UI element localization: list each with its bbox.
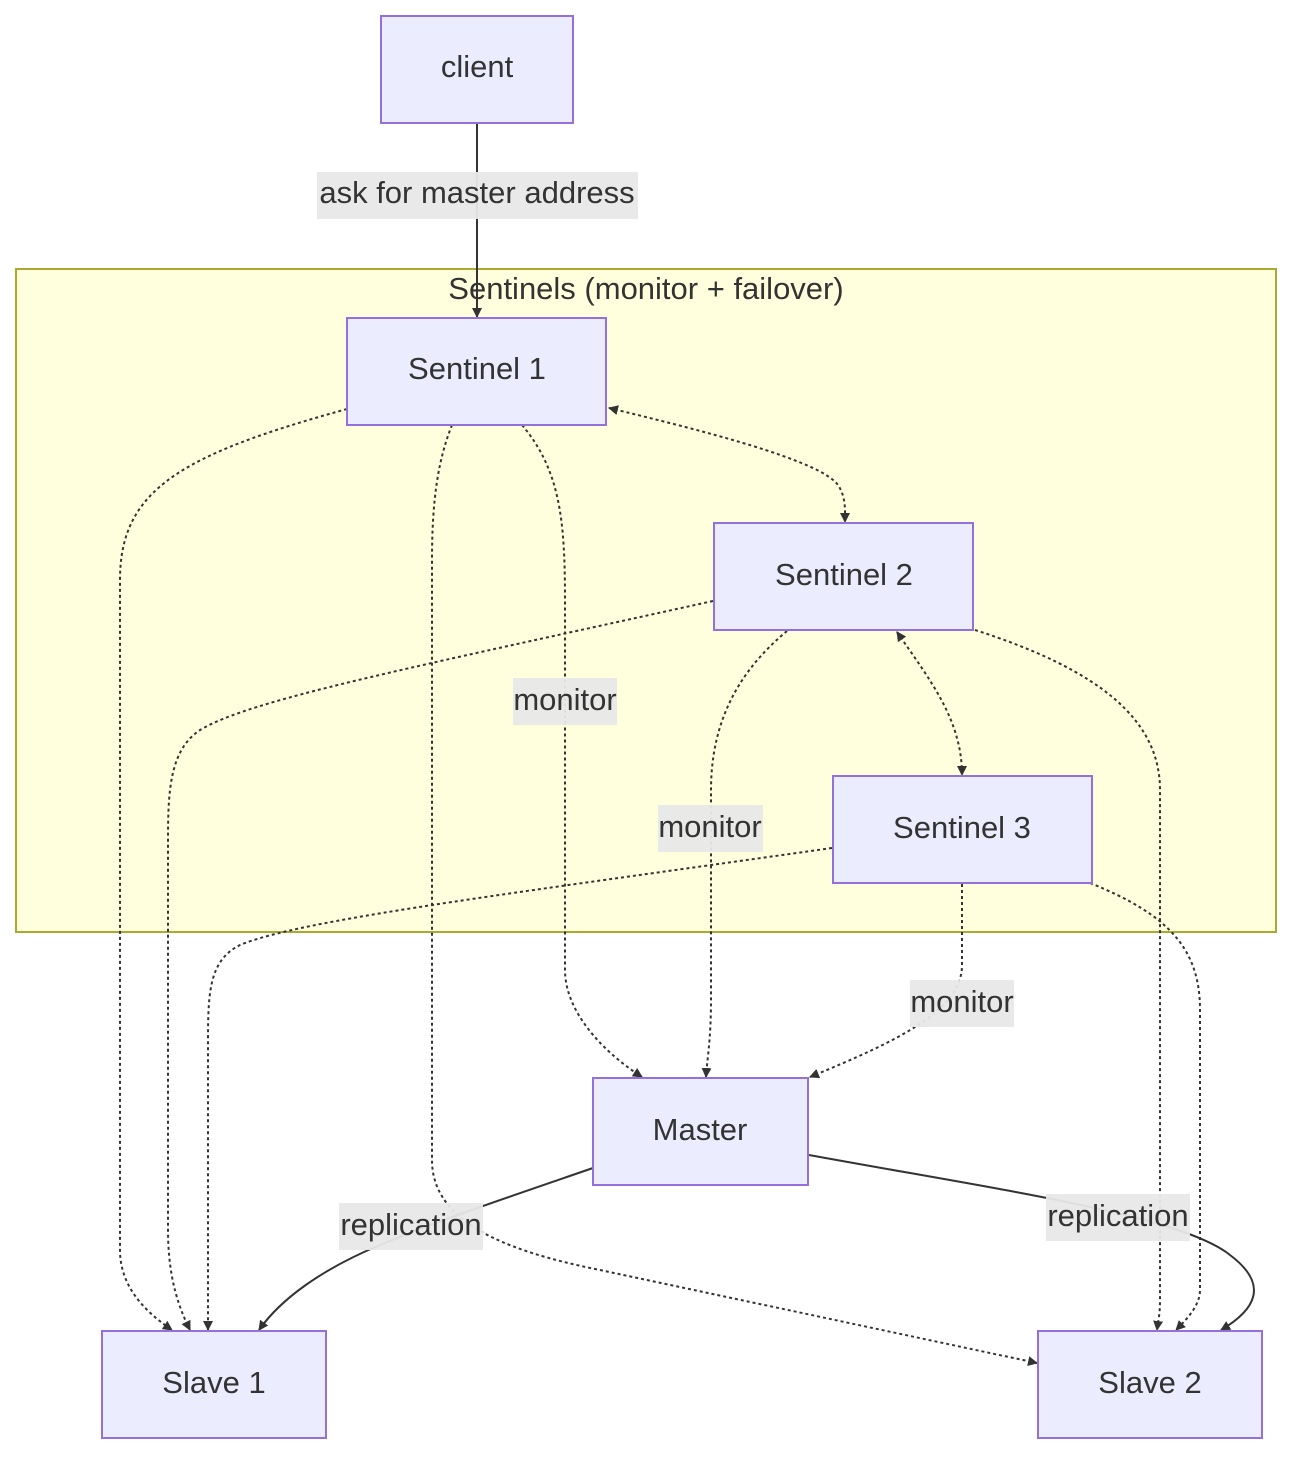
edge-sentinel3-slave1 bbox=[203, 847, 833, 1331]
edge-label-bg bbox=[658, 805, 763, 852]
edge-sentinel1-slave2 bbox=[431, 424, 1038, 1367]
edge-label-replication-slave1: replication bbox=[340, 1207, 481, 1242]
node-master-box[interactable] bbox=[592, 1077, 809, 1186]
node-slave-1-box[interactable] bbox=[101, 1330, 327, 1439]
nodes: client Sentinel 1 Sentinel 2 Sentinel 3 … bbox=[101, 15, 1263, 1439]
edge-labels: ask for master address monitor monitor m… bbox=[317, 172, 1190, 1250]
node-sentinel-2-label: Sentinel 2 bbox=[775, 557, 913, 592]
node-sentinel-3-box[interactable] bbox=[832, 775, 1093, 884]
node-slave-1[interactable]: Slave 1 bbox=[101, 1330, 327, 1439]
node-sentinel-2[interactable]: Sentinel 2 bbox=[713, 522, 974, 631]
edge-sentinel2-sentinel3 bbox=[896, 631, 967, 776]
edge-label-sentinel2-monitor: monitor bbox=[658, 809, 761, 844]
edge-sentinel2-slave1 bbox=[167, 600, 714, 1331]
edge-master-slave2 bbox=[808, 1154, 1255, 1331]
edge-label-bg bbox=[910, 980, 1014, 1027]
edge-label-sentinel3-monitor: monitor bbox=[910, 984, 1013, 1019]
edge-label-ask-master-address: ask for master address bbox=[319, 175, 634, 210]
edge-sentinel1-sentinel2 bbox=[608, 405, 851, 523]
node-slave-2[interactable]: Slave 2 bbox=[1037, 1330, 1263, 1439]
node-sentinel-3[interactable]: Sentinel 3 bbox=[832, 775, 1093, 884]
node-client-box[interactable] bbox=[380, 15, 574, 124]
node-client[interactable]: client bbox=[380, 15, 574, 124]
sentinels-cluster: Sentinels (monitor + failover) bbox=[15, 268, 1277, 933]
node-sentinel-1-box[interactable] bbox=[346, 317, 607, 426]
node-master[interactable]: Master bbox=[592, 1077, 809, 1186]
edge-sentinel3-slave2 bbox=[1089, 882, 1201, 1331]
node-slave-2-box[interactable] bbox=[1037, 1330, 1263, 1439]
node-slave-2-label: Slave 2 bbox=[1098, 1365, 1201, 1400]
sentinels-cluster-label: Sentinels (monitor + failover) bbox=[448, 271, 843, 306]
edge-label-sentinel1-monitor: monitor bbox=[513, 682, 616, 717]
node-sentinel-2-box[interactable] bbox=[713, 522, 974, 631]
node-sentinel-1[interactable]: Sentinel 1 bbox=[346, 317, 607, 426]
edge-sentinel1-slave1 bbox=[119, 408, 348, 1331]
edge-label-replication-slave2: replication bbox=[1047, 1198, 1188, 1233]
edge-sentinel1-master bbox=[521, 424, 643, 1078]
edge-label-bg bbox=[1046, 1194, 1190, 1241]
node-slave-1-label: Slave 1 bbox=[162, 1365, 265, 1400]
node-master-label: Master bbox=[653, 1112, 748, 1147]
edge-sentinel2-master bbox=[701, 630, 788, 1078]
node-client-label: client bbox=[441, 49, 514, 84]
node-sentinel-3-label: Sentinel 3 bbox=[893, 810, 1031, 845]
edge-label-bg bbox=[339, 1203, 483, 1250]
edge-label-bg bbox=[317, 172, 638, 219]
edge-label-bg bbox=[513, 678, 617, 725]
node-sentinel-1-label: Sentinel 1 bbox=[408, 351, 546, 386]
